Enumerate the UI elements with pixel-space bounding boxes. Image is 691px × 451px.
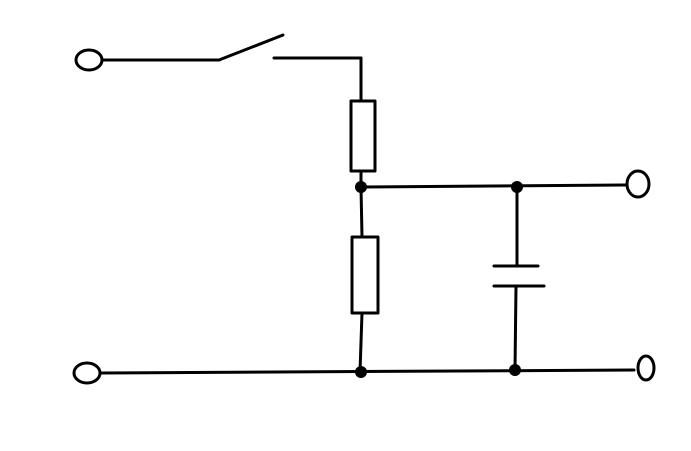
output-terminal-top bbox=[625, 169, 651, 199]
output-terminal-bottom bbox=[636, 354, 656, 382]
input-terminal-bottom bbox=[72, 361, 102, 385]
resistor-lower bbox=[350, 235, 380, 315]
wire-lower-resistor-to-bottom bbox=[358, 311, 364, 374]
junction-node-bottom-right bbox=[509, 364, 521, 376]
wire-bottom-rail bbox=[98, 368, 636, 375]
wire-node-to-output-top bbox=[359, 183, 627, 189]
junction-node-middle-left bbox=[355, 181, 367, 193]
resistor-upper bbox=[349, 99, 377, 173]
switch-blade bbox=[217, 33, 285, 62]
junction-node-bottom-left bbox=[355, 366, 367, 378]
input-terminal-top bbox=[74, 48, 104, 72]
wire-capacitor-bottom bbox=[513, 284, 518, 372]
junction-node-middle-right bbox=[511, 181, 523, 193]
wire-node-to-lower-resistor bbox=[359, 185, 364, 239]
